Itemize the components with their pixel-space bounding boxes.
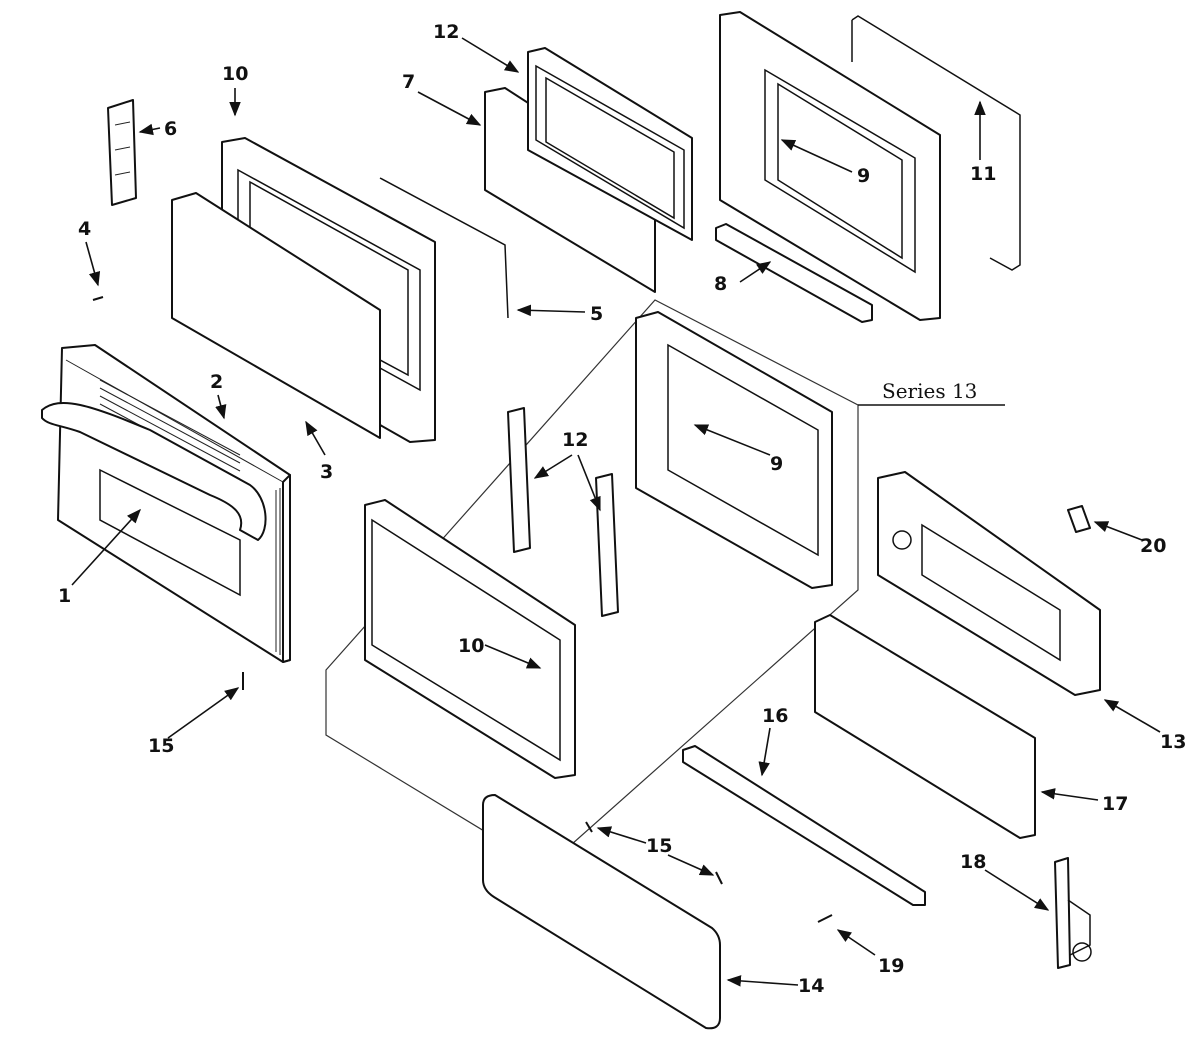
part-20-bumper [1067, 505, 1091, 533]
callout-12-series: 12 [562, 429, 588, 451]
callout-17: 17 [1102, 793, 1128, 815]
part-12-retainer-strips [507, 407, 619, 617]
callout-1: 1 [58, 585, 71, 607]
part-8-trim-bar [715, 223, 873, 323]
part-10-inner-frame-series-13 [364, 499, 576, 779]
series-13-outline [325, 299, 859, 869]
callout-9-top: 9 [857, 165, 870, 187]
callout-18: 18 [960, 851, 986, 873]
callout-6: 6 [164, 118, 177, 140]
callout-5: 5 [590, 303, 603, 325]
callout-3: 3 [320, 461, 333, 483]
callout-19: 19 [878, 955, 904, 977]
door-window [99, 468, 241, 597]
door-handle [41, 402, 267, 541]
part-19-screw [817, 914, 833, 923]
part-11-door-gasket [851, 15, 1021, 271]
part-9-door-liner-series-13 [635, 311, 833, 589]
callout-10-top: 10 [222, 63, 248, 85]
part-12-glass-frame-top [527, 47, 693, 241]
part-5-gasket-strip [379, 177, 509, 319]
part-3-door-glass [171, 192, 381, 439]
part-14-drawer-front [482, 794, 721, 1030]
leader-lines [71, 37, 1161, 987]
part-15-screws [242, 672, 723, 885]
callout-15-left: 15 [148, 735, 174, 757]
part-9-door-liner-top [719, 11, 941, 321]
callout-2: 2 [210, 371, 223, 393]
callout-9-series: 9 [770, 453, 783, 475]
part-16-drawer-rail [682, 745, 926, 906]
part-4-screw [92, 296, 104, 301]
part-6-bracket [107, 99, 137, 206]
callout-11: 11 [970, 163, 996, 185]
callout-12-top: 12 [433, 21, 459, 43]
part-1-door-outer-panel [41, 344, 291, 663]
callout-7: 7 [402, 71, 415, 93]
callout-numbers: 1 2 3 4 5 6 7 8 9 9 10 10 11 12 12 13 14… [58, 21, 1186, 997]
series-13-label: Series 13 [882, 379, 977, 403]
part-17-drawer-panel [814, 614, 1036, 839]
callout-14: 14 [798, 975, 824, 997]
callout-4: 4 [78, 218, 91, 240]
callout-8: 8 [714, 273, 727, 295]
callout-20: 20 [1140, 535, 1166, 557]
part-13-drawer-frame [877, 471, 1101, 696]
callout-15-right: 15 [646, 835, 672, 857]
callout-16: 16 [762, 705, 788, 727]
callout-13: 13 [1160, 731, 1186, 753]
part-18-hinge [1054, 857, 1092, 969]
callout-10-series: 10 [458, 635, 484, 657]
